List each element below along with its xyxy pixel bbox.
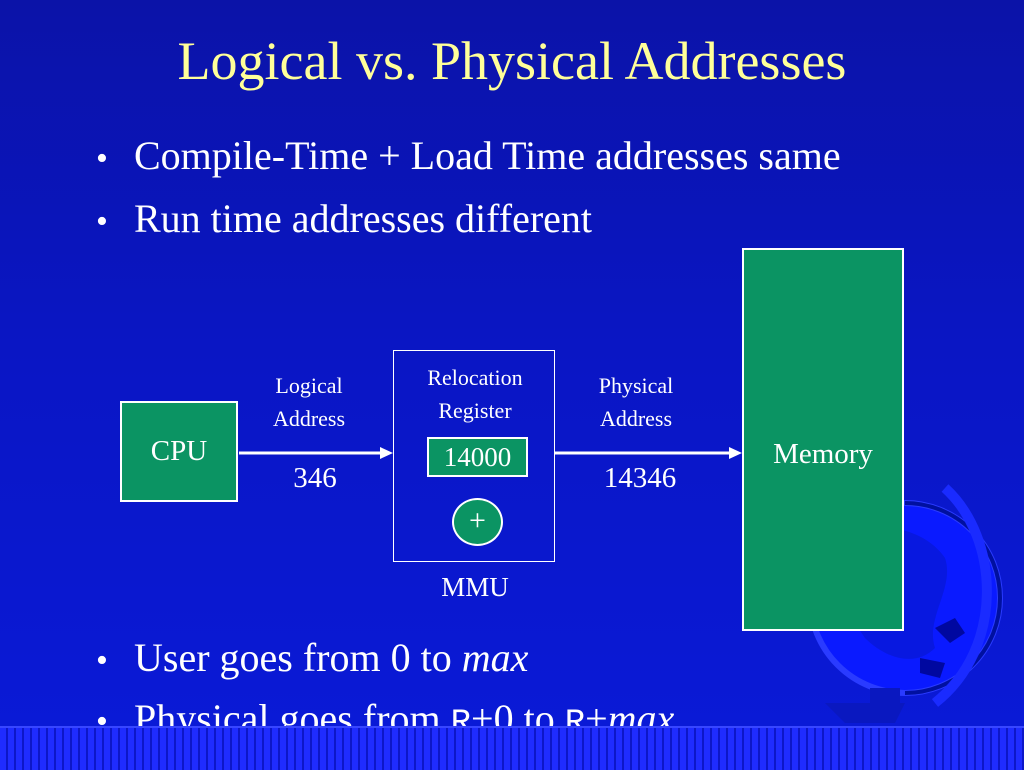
physical-label-line1: Physical bbox=[598, 373, 674, 398]
memory-box: Memory bbox=[742, 248, 904, 631]
bullet-text: Compile-Time + Load Time addresses same bbox=[134, 133, 841, 178]
cpu-label: CPU bbox=[150, 435, 208, 467]
mmu-box bbox=[393, 350, 555, 562]
bullet-item: • User goes from 0 to max bbox=[96, 638, 528, 678]
bullet-dot: • bbox=[96, 140, 108, 177]
memory-label: Memory bbox=[773, 438, 873, 470]
arrow-mmu-to-memory bbox=[555, 447, 742, 459]
bullet-italic: max bbox=[461, 635, 529, 680]
slide-title: Logical vs. Physical Addresses bbox=[177, 31, 847, 91]
mmu-label: MMU bbox=[441, 572, 509, 602]
relocation-label-line2: Register bbox=[438, 398, 512, 423]
relocation-value-box: 14000 bbox=[427, 437, 528, 477]
relocation-register-label: Relocation Register bbox=[400, 361, 550, 427]
plus-symbol: + bbox=[469, 504, 486, 537]
arrow-cpu-to-mmu bbox=[239, 447, 393, 459]
bullet-dot: • bbox=[96, 203, 108, 240]
bullet-text: User goes from 0 to bbox=[134, 635, 462, 680]
bullet-item: • Compile-Time + Load Time addresses same bbox=[96, 136, 841, 176]
physical-address-label: Physical Address bbox=[572, 369, 700, 435]
physical-address-value: 14346 bbox=[603, 462, 677, 494]
relocation-value: 14000 bbox=[443, 442, 512, 472]
bullet-item: • Run time addresses different bbox=[96, 199, 592, 239]
adder-circle: + bbox=[452, 498, 503, 546]
relocation-label-line1: Relocation bbox=[427, 365, 523, 390]
bullet-dot: • bbox=[96, 703, 108, 740]
bullet-dot: • bbox=[96, 642, 108, 679]
bullet-text: Run time addresses different bbox=[134, 196, 593, 241]
bottom-decorative-bar bbox=[0, 726, 1024, 770]
logical-label-line2: Address bbox=[272, 406, 346, 431]
logical-address-value: 346 bbox=[293, 462, 337, 494]
physical-label-line2: Address bbox=[599, 406, 673, 431]
logical-address-label: Logical Address bbox=[245, 369, 373, 435]
cpu-box: CPU bbox=[120, 401, 238, 502]
logical-label-line1: Logical bbox=[275, 373, 343, 398]
